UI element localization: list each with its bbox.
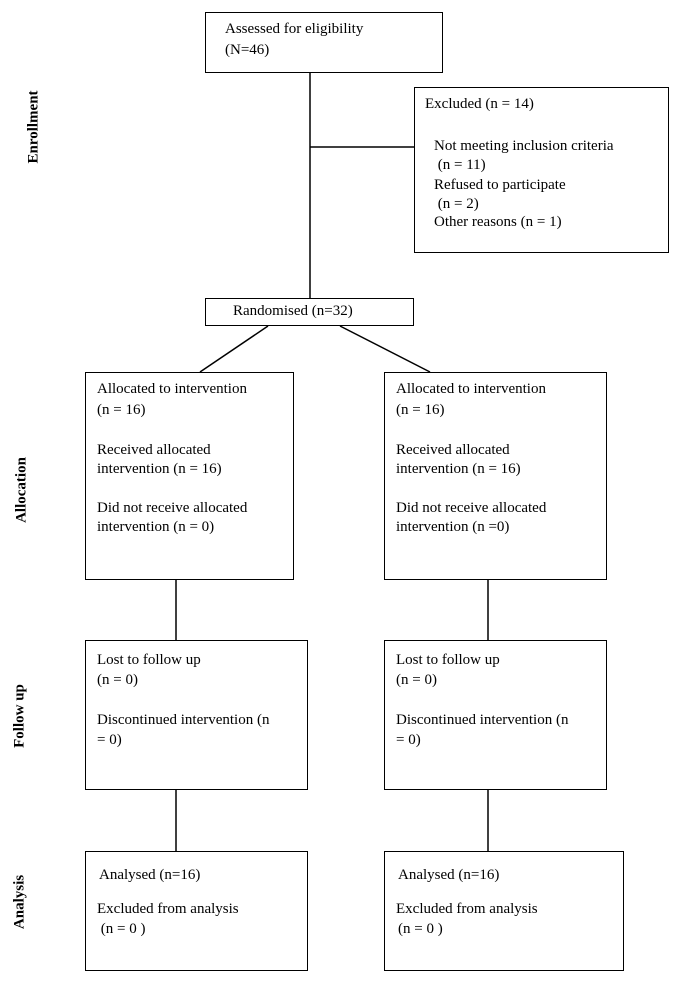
follow-up-left-line-2: (n = 0)	[97, 672, 138, 688]
allocation-left-line-4: intervention (n = 16)	[97, 461, 222, 477]
follow-up-left-box	[85, 640, 308, 790]
phase-label-analysis: Analysis	[11, 874, 28, 930]
allocation-right-line-6: intervention (n =0)	[396, 519, 510, 535]
excluded-title: Excluded (n = 14)	[425, 96, 534, 112]
analysis-left-box	[85, 851, 308, 971]
analysis-right-line-2: Excluded from analysis	[396, 901, 538, 917]
excluded-reason-2: Refused to participate	[434, 177, 566, 193]
excluded-reason-1: Not meeting inclusion criteria	[434, 138, 614, 154]
allocation-left-line-3: Received allocated	[97, 442, 211, 458]
analysis-left-line-1: Analysed (n=16)	[99, 867, 201, 883]
follow-up-right-line-3: Discontinued intervention (n	[396, 712, 569, 728]
excluded-reason-3: Other reasons (n = 1)	[434, 214, 562, 230]
allocation-right-line-5: Did not receive allocated	[396, 500, 547, 516]
follow-up-right-line-1: Lost to follow up	[396, 652, 500, 668]
randomised-label: Randomised (n=32)	[233, 303, 353, 319]
randomised-box	[205, 298, 414, 326]
analysis-right-line-3: (n = 0 )	[398, 921, 443, 937]
follow-up-left-line-1: Lost to follow up	[97, 652, 201, 668]
phase-label-follow-up: Follow up	[11, 684, 28, 748]
assessed-box	[205, 12, 443, 73]
analysis-left-line-2: Excluded from analysis	[97, 901, 239, 917]
follow-up-right-line-2: (n = 0)	[396, 672, 437, 688]
allocation-right-line-3: Received allocated	[396, 442, 510, 458]
allocation-left-line-2: (n = 16)	[97, 402, 146, 418]
allocation-left-box	[85, 372, 294, 580]
randomised-to-right-line	[339, 325, 431, 373]
allocation-right-line-4: intervention (n = 16)	[396, 461, 521, 477]
allocation-left-line-1: Allocated to intervention	[97, 381, 247, 397]
allocation-right-line-2: (n = 16)	[396, 402, 445, 418]
excluded-reason-1-count: (n = 11)	[434, 157, 486, 173]
follow-up-right-box	[384, 640, 607, 790]
allocation-left-line-6: intervention (n = 0)	[97, 519, 215, 535]
assessed-label: Assessed for eligibility	[225, 21, 364, 37]
analysis-left-line-3: (n = 0 )	[97, 921, 146, 937]
randomised-to-left-line	[199, 325, 269, 373]
allocation-right-line-1: Allocated to intervention	[396, 381, 546, 397]
analysis-right-box	[384, 851, 624, 971]
allocation-right-box	[384, 372, 607, 580]
phase-label-allocation: Allocation	[13, 457, 30, 523]
excluded-reason-2-count: (n = 2)	[434, 196, 479, 212]
follow-up-left-line-3: Discontinued intervention (n	[97, 712, 270, 728]
assessed-count: (N=46)	[225, 42, 270, 58]
analysis-right-line-1: Analysed (n=16)	[398, 867, 500, 883]
allocation-left-line-5: Did not receive allocated	[97, 500, 248, 516]
follow-up-right-line-4: = 0)	[396, 732, 421, 748]
phase-label-enrollment: Enrollment	[25, 90, 42, 164]
follow-up-left-line-4: = 0)	[97, 732, 122, 748]
excluded-box	[414, 87, 669, 253]
